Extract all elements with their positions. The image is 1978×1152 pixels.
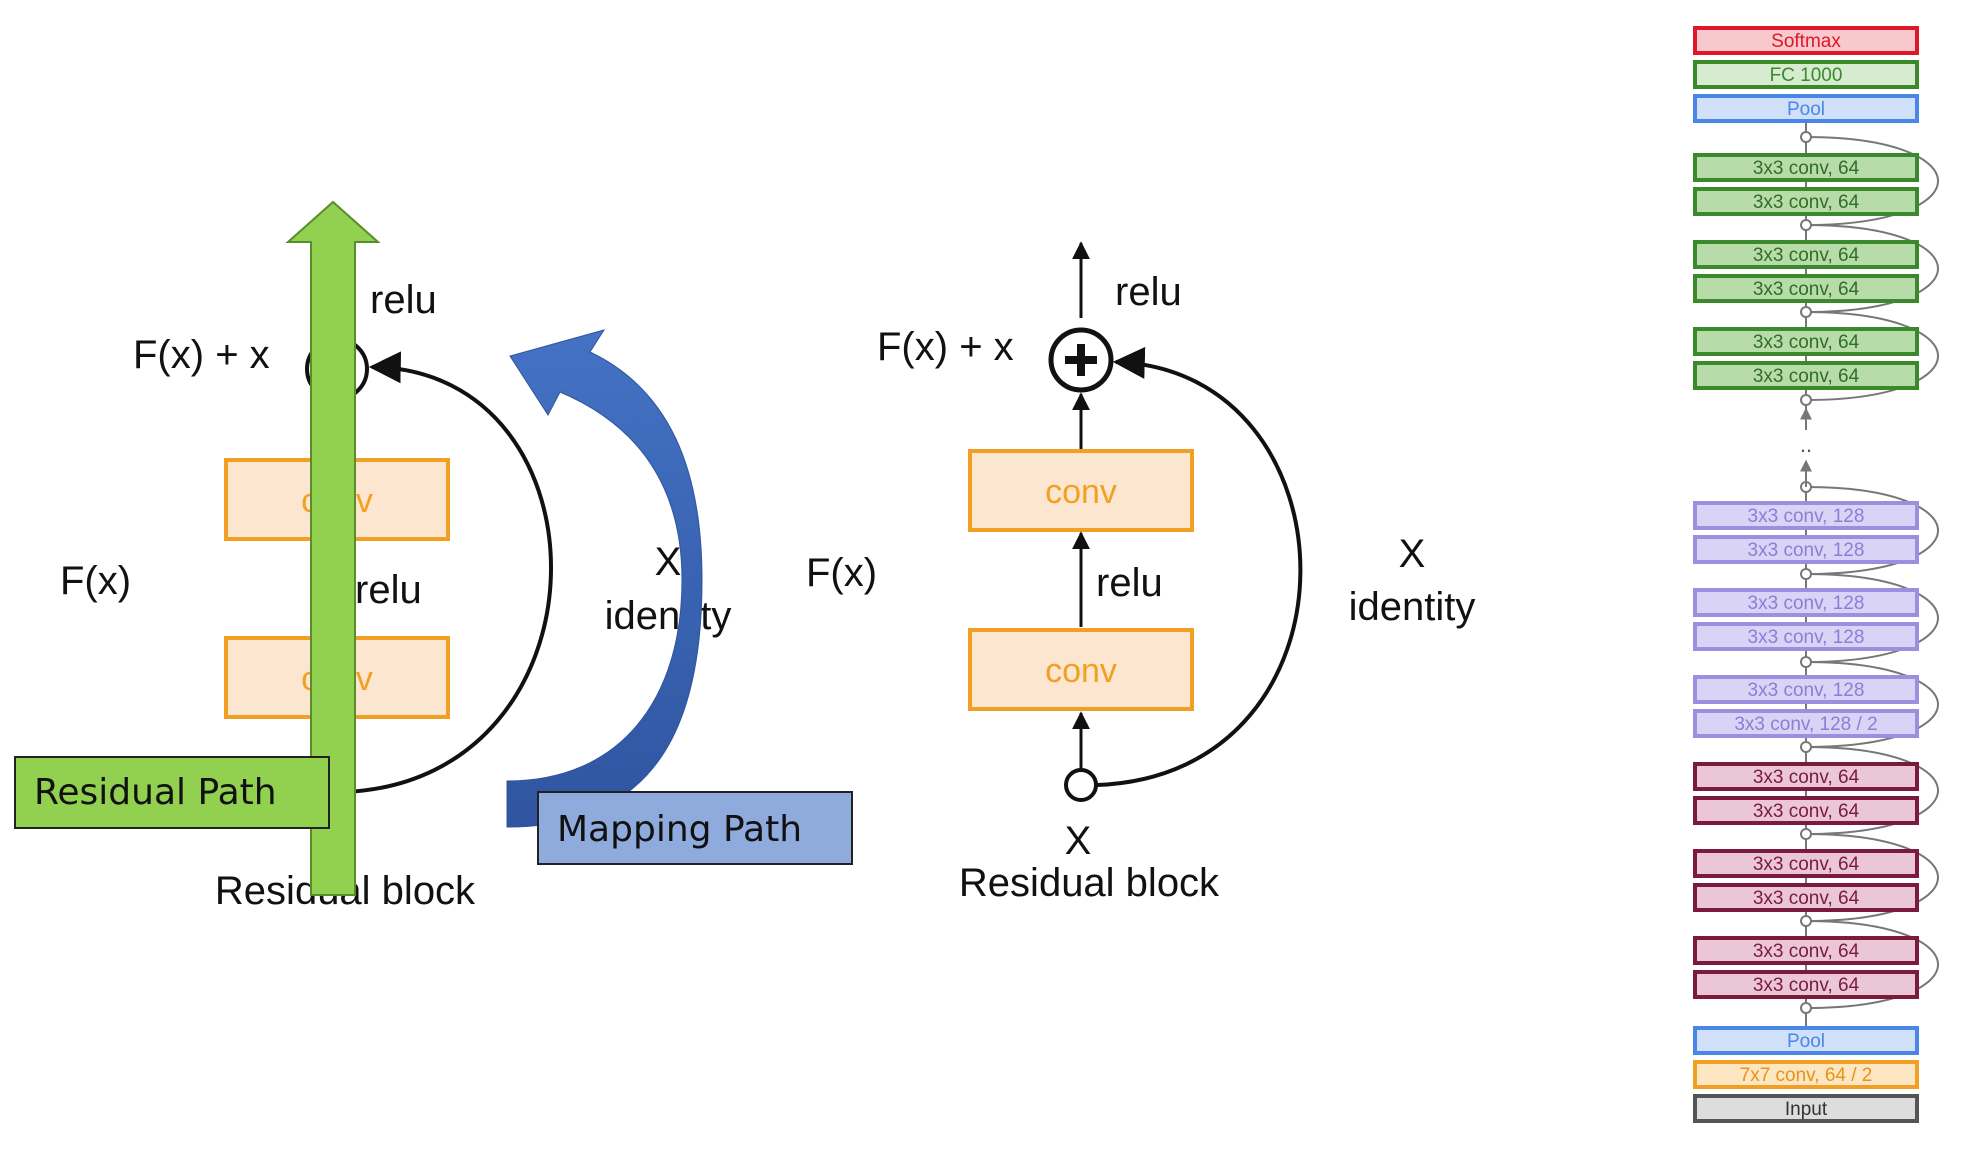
layer-label: 3x3 conv, 64 bbox=[1753, 366, 1860, 387]
layer-box bbox=[1693, 622, 1919, 651]
layer-box bbox=[1693, 153, 1919, 182]
layer-label: 3x3 conv, 128 bbox=[1748, 627, 1865, 648]
junction-node bbox=[1800, 131, 1812, 143]
layer-box bbox=[1693, 1060, 1919, 1089]
layer-box bbox=[1693, 274, 1919, 303]
layer-label: 7x7 conv, 64 / 2 bbox=[1740, 1065, 1873, 1086]
middle-conv-bottom-box bbox=[968, 628, 1194, 711]
middle-identity-arc bbox=[1096, 347, 1303, 787]
layer-box bbox=[1693, 94, 1919, 123]
middle-fx-label: F(x) bbox=[806, 551, 877, 595]
layer-box bbox=[1693, 501, 1919, 530]
layer-label: 3x3 conv, 64 bbox=[1753, 158, 1860, 179]
middle-identity-label: identity bbox=[1349, 585, 1476, 629]
junction-node bbox=[1800, 394, 1812, 406]
layer-box bbox=[1693, 1094, 1919, 1123]
junction-node bbox=[1800, 656, 1812, 668]
layer-box bbox=[1693, 970, 1919, 999]
layer-label: Softmax bbox=[1771, 31, 1841, 52]
skip-connection bbox=[1805, 224, 1939, 313]
middle-conv-top-box bbox=[968, 449, 1194, 532]
layer-label: 3x3 conv, 64 bbox=[1753, 888, 1860, 909]
layer-box bbox=[1693, 675, 1919, 704]
middle-relu-top: relu bbox=[1115, 270, 1182, 314]
layer-label: 3x3 conv, 64 bbox=[1753, 854, 1860, 875]
middle-x-right: X bbox=[1399, 532, 1426, 576]
residual-path-label: Residual Path bbox=[34, 772, 277, 813]
layer-label: 3x3 conv, 64 bbox=[1753, 975, 1860, 996]
skip-connection bbox=[1805, 486, 1939, 575]
layer-box bbox=[1693, 762, 1919, 791]
left-sum-label: F(x) + x bbox=[133, 333, 270, 377]
layer-label: 3x3 conv, 128 bbox=[1748, 680, 1865, 701]
layer-label: 3x3 conv, 64 bbox=[1753, 245, 1860, 266]
layer-box bbox=[1693, 588, 1919, 617]
middle-relu-mid: relu bbox=[1096, 561, 1163, 605]
left-identity-label: identity bbox=[605, 594, 732, 638]
layer-label: 3x3 conv, 64 bbox=[1753, 801, 1860, 822]
skip-connection bbox=[1805, 573, 1939, 663]
junction-node bbox=[1800, 828, 1812, 840]
layer-box bbox=[1693, 1026, 1919, 1055]
layer-label: 3x3 conv, 128 / 2 bbox=[1734, 714, 1877, 735]
residual-path-arrow bbox=[285, 200, 381, 896]
layer-label: FC 1000 bbox=[1770, 65, 1843, 86]
left-relu-mid: relu bbox=[355, 568, 422, 612]
junction-node bbox=[1800, 741, 1812, 753]
left-identity-arc bbox=[344, 351, 554, 794]
layer-label: Pool bbox=[1787, 1031, 1825, 1052]
residual-path-label-box bbox=[14, 756, 330, 829]
middle-residual-block-diagram: conv conv relu F(x) + x relu F(x) X iden… bbox=[806, 241, 1476, 905]
layer-box bbox=[1693, 535, 1919, 564]
middle-caption: Residual block bbox=[959, 861, 1220, 905]
middle-sum-label: F(x) + x bbox=[877, 325, 1014, 369]
mapping-path-arrow bbox=[506, 329, 703, 828]
skip-connection bbox=[1805, 833, 1939, 922]
layer-box bbox=[1693, 796, 1919, 825]
layer-label: 3x3 conv, 64 bbox=[1753, 941, 1860, 962]
left-fx-label: F(x) bbox=[60, 559, 131, 603]
layer-label: 3x3 conv, 128 bbox=[1748, 593, 1865, 614]
skip-connection bbox=[1805, 920, 1939, 1009]
mapping-path-label: Mapping Path bbox=[557, 809, 802, 850]
layer-label: 3x3 conv, 64 bbox=[1753, 279, 1860, 300]
layer-box bbox=[1693, 883, 1919, 912]
layer-label: 3x3 conv, 128 bbox=[1748, 540, 1865, 561]
skip-connection bbox=[1805, 661, 1939, 748]
layer-label: Pool bbox=[1787, 99, 1825, 120]
left-relu-top: relu bbox=[370, 278, 437, 322]
junction-node bbox=[1800, 1002, 1812, 1014]
layer-box bbox=[1693, 361, 1919, 390]
middle-conv-bottom-label: conv bbox=[1045, 652, 1117, 690]
layer-box bbox=[1693, 240, 1919, 269]
ellipsis-label: .. bbox=[1800, 432, 1812, 457]
junction-node bbox=[1800, 568, 1812, 580]
left-residual-block-diagram: conv conv relu F(x) + x relu F(x) X iden… bbox=[14, 200, 853, 913]
mapping-path-label-box bbox=[537, 791, 853, 865]
layer-label: 3x3 conv, 128 bbox=[1748, 506, 1865, 527]
middle-conv-top-label: conv bbox=[1045, 473, 1117, 511]
skip-connection bbox=[1805, 746, 1939, 835]
layer-box bbox=[1693, 849, 1919, 878]
layer-box bbox=[1693, 60, 1919, 89]
layer-box bbox=[1693, 327, 1919, 356]
layer-label: 3x3 conv, 64 bbox=[1753, 192, 1860, 213]
junction-node bbox=[1800, 915, 1812, 927]
junction-node bbox=[1800, 219, 1812, 231]
left-x-label: X bbox=[655, 540, 682, 584]
skip-connection bbox=[1805, 311, 1939, 401]
layer-box bbox=[1693, 26, 1919, 55]
layer-label: Input bbox=[1785, 1099, 1828, 1120]
layer-label: 3x3 conv, 64 bbox=[1753, 767, 1860, 788]
layer-box bbox=[1693, 936, 1919, 965]
layer-label: 3x3 conv, 64 bbox=[1753, 332, 1860, 353]
middle-x-bottom: X bbox=[1065, 819, 1092, 863]
layer-box bbox=[1693, 709, 1919, 738]
junction-node bbox=[1800, 306, 1812, 318]
middle-input-node bbox=[1064, 768, 1098, 802]
skip-connection bbox=[1805, 136, 1939, 226]
layer-box bbox=[1693, 187, 1919, 216]
